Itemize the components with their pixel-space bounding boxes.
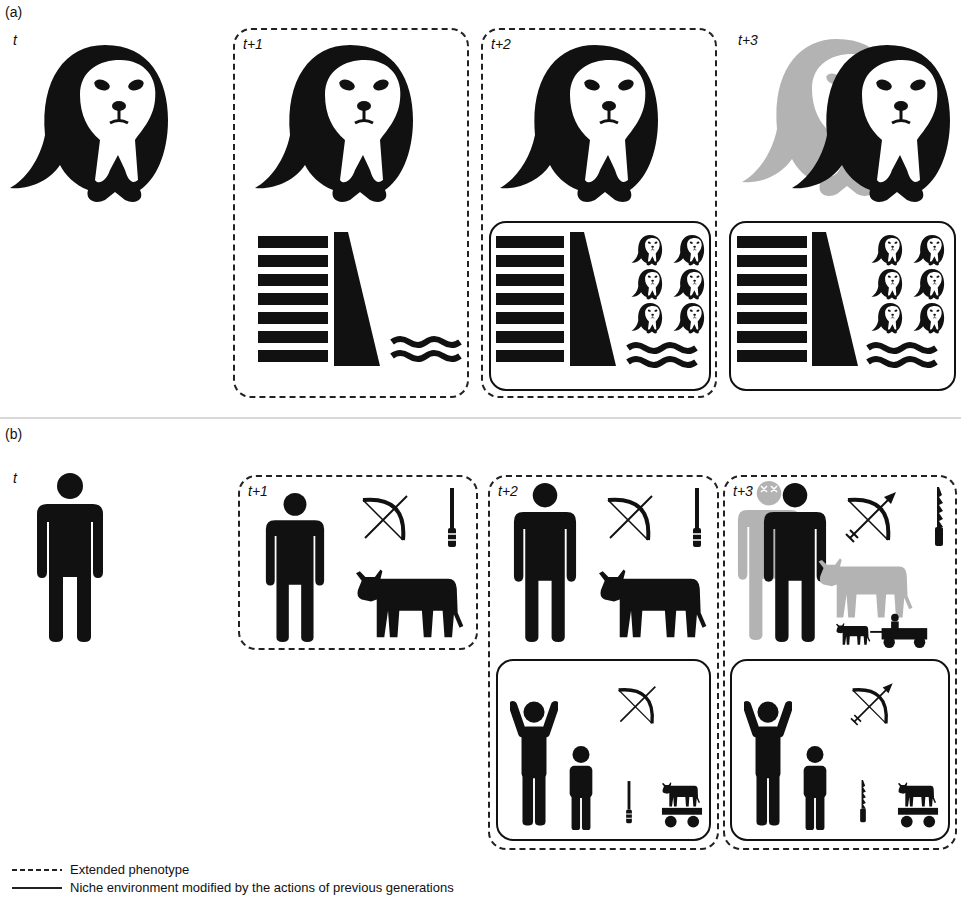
bow-icon xyxy=(851,683,893,725)
niche-box xyxy=(497,660,710,840)
time-label: t+1 xyxy=(243,36,263,52)
serrated-blade-icon xyxy=(860,780,866,822)
beaver xyxy=(500,45,658,202)
child-icon xyxy=(570,746,593,830)
legend-sample-solid xyxy=(12,887,62,889)
extended-phenotype-box: t+1 xyxy=(238,475,478,650)
bow-icon xyxy=(619,687,656,724)
time-label: t+1 xyxy=(248,483,268,499)
human xyxy=(37,473,103,642)
niche-box xyxy=(490,222,710,390)
cow-icon xyxy=(599,569,706,637)
toy-cow-icon xyxy=(898,782,938,827)
beaver-population xyxy=(631,235,704,333)
time-label: t+3 xyxy=(738,32,758,48)
beaver xyxy=(10,45,168,202)
human xyxy=(764,483,826,642)
ox-cart-icon xyxy=(836,614,927,648)
time-label: t+2 xyxy=(491,36,511,52)
dam xyxy=(258,232,380,366)
panel-label: (b) xyxy=(5,426,22,442)
dam xyxy=(496,232,616,366)
human xyxy=(514,483,576,642)
cow-icon xyxy=(356,569,463,637)
niche-box xyxy=(730,222,955,390)
legend-text: Niche environment modified by the action… xyxy=(70,880,454,895)
spear-icon xyxy=(626,781,632,823)
extended-phenotype-box: t+1 xyxy=(233,28,469,398)
extended-phenotype-box: t+3 xyxy=(723,475,957,850)
time-label: t+2 xyxy=(498,483,518,499)
time-label: t+3 xyxy=(733,483,753,499)
beaver-population xyxy=(871,235,944,333)
legend-text: Extended phenotype xyxy=(70,862,189,877)
time-label: t xyxy=(13,32,17,48)
water xyxy=(628,345,696,365)
extended-phenotype-box: t+2 xyxy=(481,28,717,398)
panel-separator xyxy=(0,417,961,419)
serrated-blade-icon xyxy=(935,487,943,546)
water xyxy=(392,339,460,359)
water xyxy=(868,345,936,365)
legend-sample-dashed xyxy=(12,869,62,871)
bow-icon xyxy=(363,496,407,540)
bow-icon xyxy=(846,492,896,542)
spear-icon xyxy=(693,488,701,547)
child-icon xyxy=(804,746,827,830)
child-icon xyxy=(747,702,789,826)
child-icon xyxy=(513,702,555,826)
beaver xyxy=(255,45,413,202)
dam xyxy=(737,232,858,366)
toy-cow-icon xyxy=(662,782,702,827)
panel-label: (a) xyxy=(5,4,22,20)
beaver xyxy=(792,45,950,202)
bow-icon xyxy=(608,496,652,540)
ancestor-cow xyxy=(819,558,913,617)
human xyxy=(266,493,324,642)
niche-box xyxy=(731,660,949,840)
dead-eyes xyxy=(761,486,777,492)
time-label: t xyxy=(13,470,17,486)
extended-phenotype-box: t+2 xyxy=(488,475,719,850)
spear-icon xyxy=(448,488,456,547)
